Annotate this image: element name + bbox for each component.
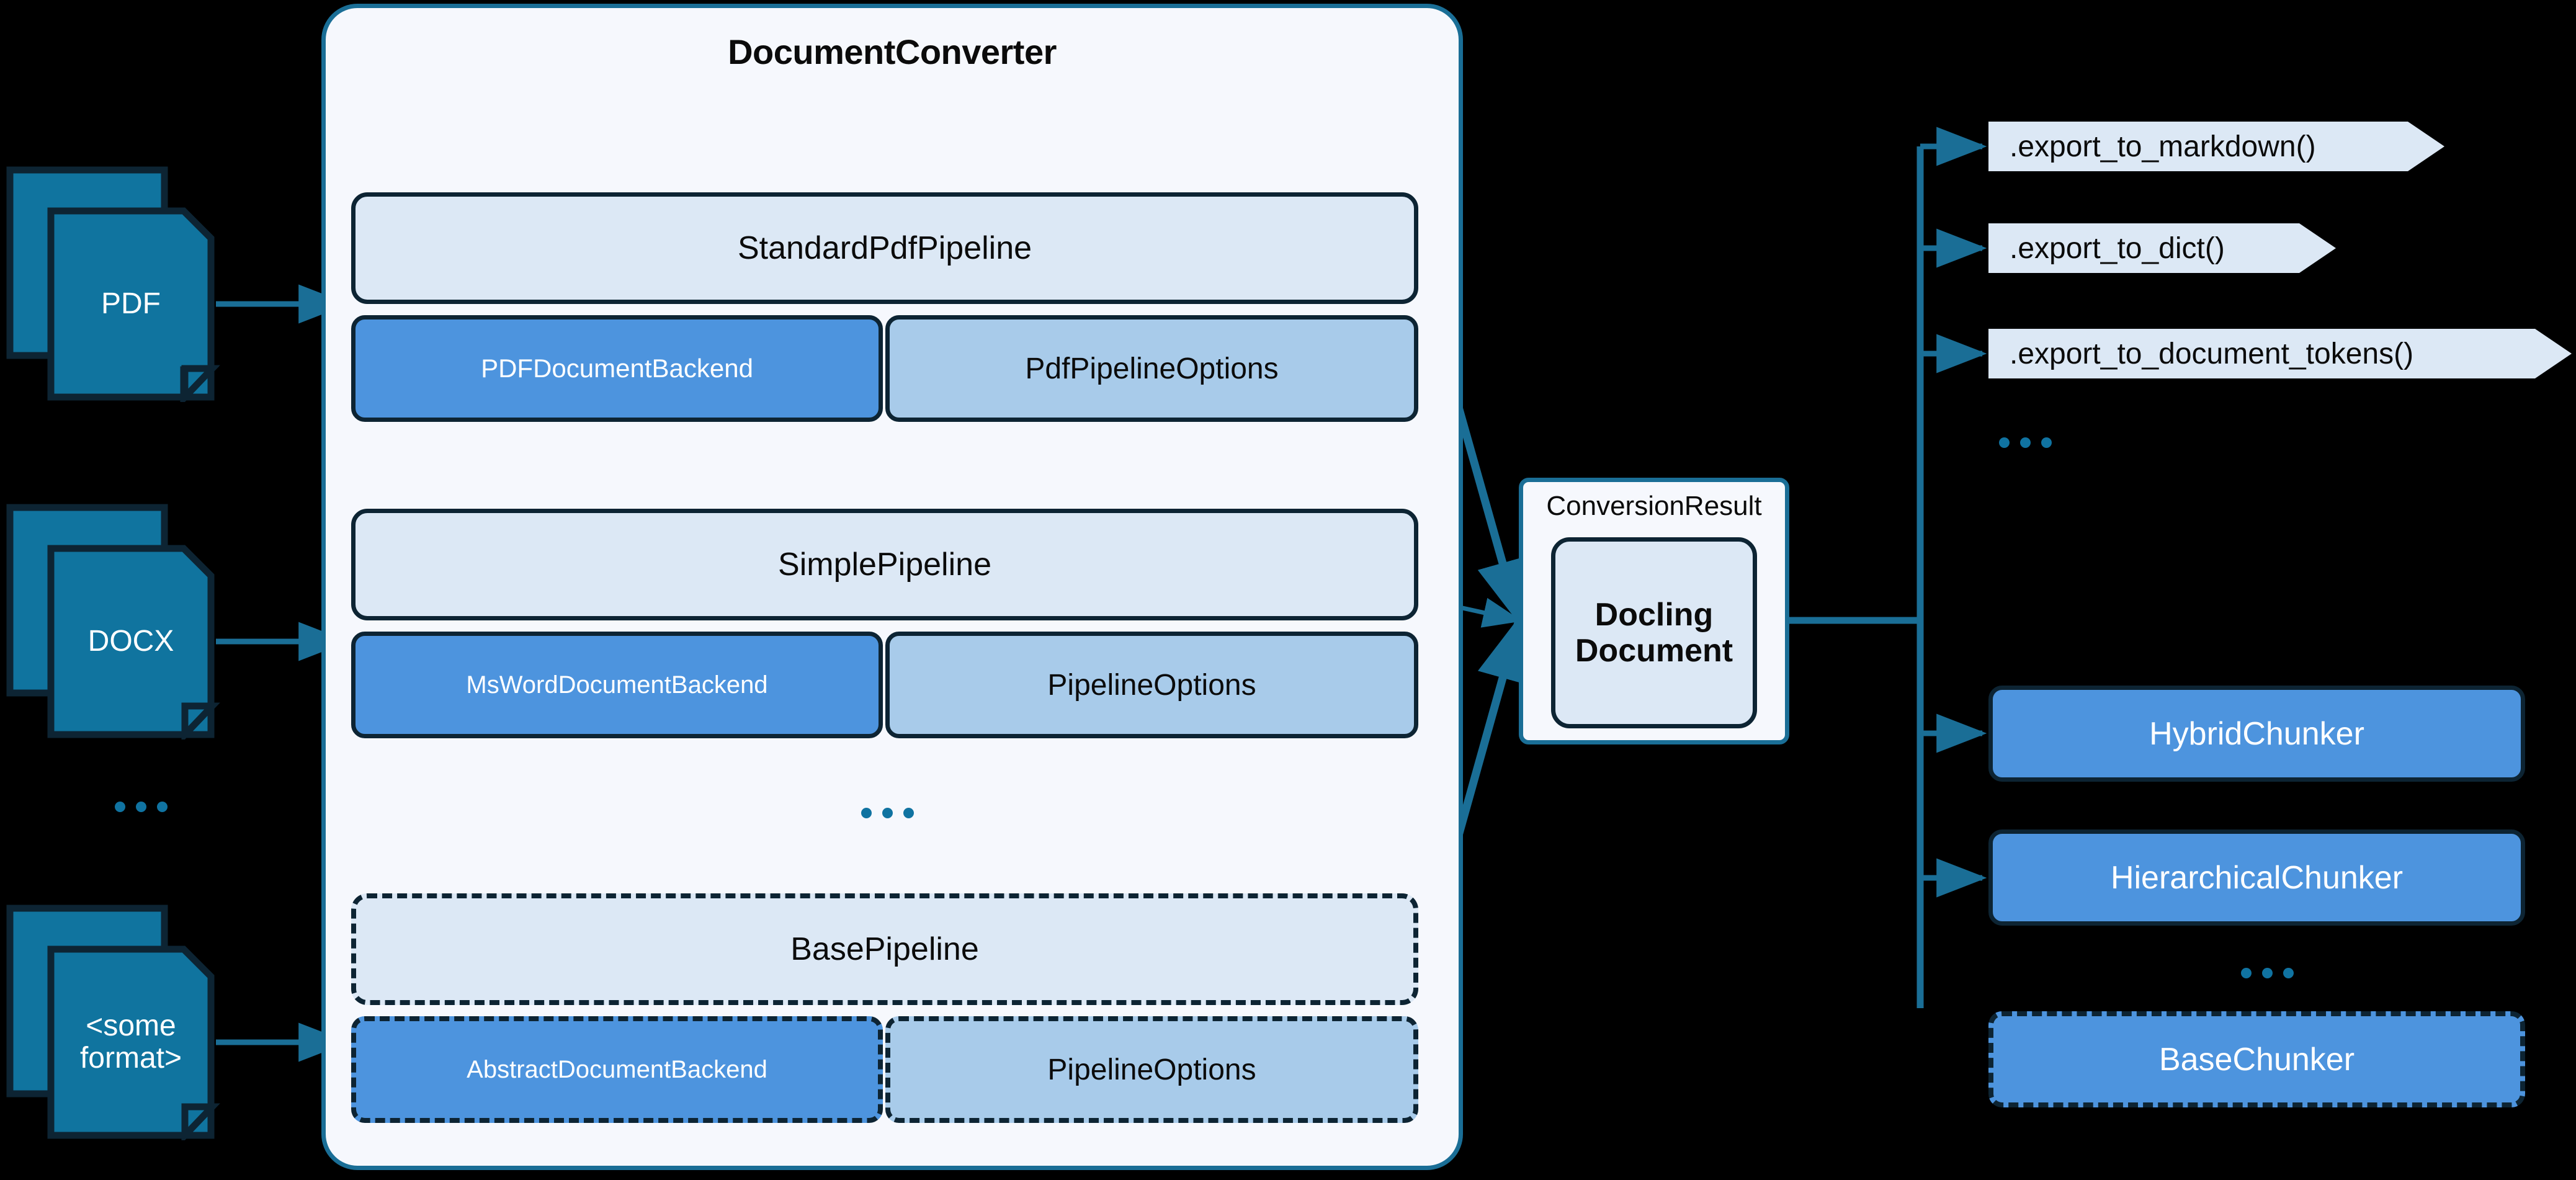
pipeline-base-header[interactable]: BasePipeline	[351, 893, 1418, 1005]
chunkers-ellipsis	[2241, 968, 2294, 978]
result-to-outputs-arrows	[1789, 127, 1987, 1008]
backend-mswordbackend-label: MsWordDocumentBackend	[466, 671, 768, 699]
docling-document-box[interactable]: Docling Document	[1551, 537, 1757, 728]
chunker-base-label: BaseChunker	[2158, 1041, 2355, 1078]
export-banner-markdown[interactable]: .export_to_markdown()	[1988, 122, 2444, 171]
source-doc-docx[interactable]: DOCX	[6, 504, 230, 743]
source-doc-some-format[interactable]: <some format>	[6, 905, 230, 1144]
exports-ellipsis	[1999, 437, 2052, 448]
source-doc-pdf[interactable]: PDF	[6, 166, 230, 406]
chunker-base[interactable]: BaseChunker	[1988, 1011, 2525, 1107]
options-pipelineoptions-simple[interactable]: PipelineOptions	[885, 632, 1418, 738]
export-banner-dict-label: .export_to_dict()	[2010, 231, 2225, 265]
backend-pdfdocumentbackend-label: PDFDocumentBackend	[481, 354, 753, 383]
conversion-result-label: ConversionResult	[1546, 491, 1762, 521]
options-pipelineoptions-base[interactable]: PipelineOptions	[885, 1016, 1418, 1123]
pipeline-base-label: BasePipeline	[790, 931, 979, 967]
export-banner-document-tokens-label: .export_to_document_tokens()	[2010, 337, 2414, 370]
options-pdfpipelineoptions-label: PdfPipelineOptions	[1025, 352, 1279, 385]
chunker-hybrid-label: HybridChunker	[2149, 715, 2364, 752]
chunker-hierarchical-label: HierarchicalChunker	[2110, 859, 2404, 896]
generic-file-icon	[6, 905, 220, 1144]
options-pipelineoptions-base-label: PipelineOptions	[1047, 1053, 1256, 1086]
backend-abstractdocumentbackend-label: AbstractDocumentBackend	[467, 1055, 767, 1083]
backend-pdfdocumentbackend[interactable]: PDFDocumentBackend	[351, 315, 883, 422]
options-pipelineoptions-simple-label: PipelineOptions	[1047, 668, 1256, 702]
backend-abstractdocumentbackend[interactable]: AbstractDocumentBackend	[351, 1016, 883, 1123]
chunker-hybrid[interactable]: HybridChunker	[1988, 686, 2525, 782]
pipeline-simple-label: SimplePipeline	[778, 547, 991, 583]
sources-ellipsis	[115, 802, 168, 812]
converter-ellipsis	[861, 808, 914, 818]
backend-mswordbackend[interactable]: MsWordDocumentBackend	[351, 632, 883, 738]
pipeline-standardpdf-label: StandardPdfPipeline	[737, 230, 1032, 266]
pipeline-simple-header[interactable]: SimplePipeline	[351, 509, 1418, 620]
options-pdfpipelineoptions[interactable]: PdfPipelineOptions	[885, 315, 1418, 422]
pipeline-standardpdf-header[interactable]: StandardPdfPipeline	[351, 192, 1418, 304]
chunker-hierarchical[interactable]: HierarchicalChunker	[1988, 829, 2525, 926]
page-title: DocumentConverter	[728, 32, 1057, 71]
pdf-file-icon	[6, 166, 220, 406]
export-banner-dict[interactable]: .export_to_dict()	[1988, 223, 2336, 273]
export-banner-document-tokens[interactable]: .export_to_document_tokens()	[1988, 329, 2572, 378]
docx-file-icon	[6, 504, 220, 743]
export-banner-markdown-label: .export_to_markdown()	[2010, 130, 2316, 163]
